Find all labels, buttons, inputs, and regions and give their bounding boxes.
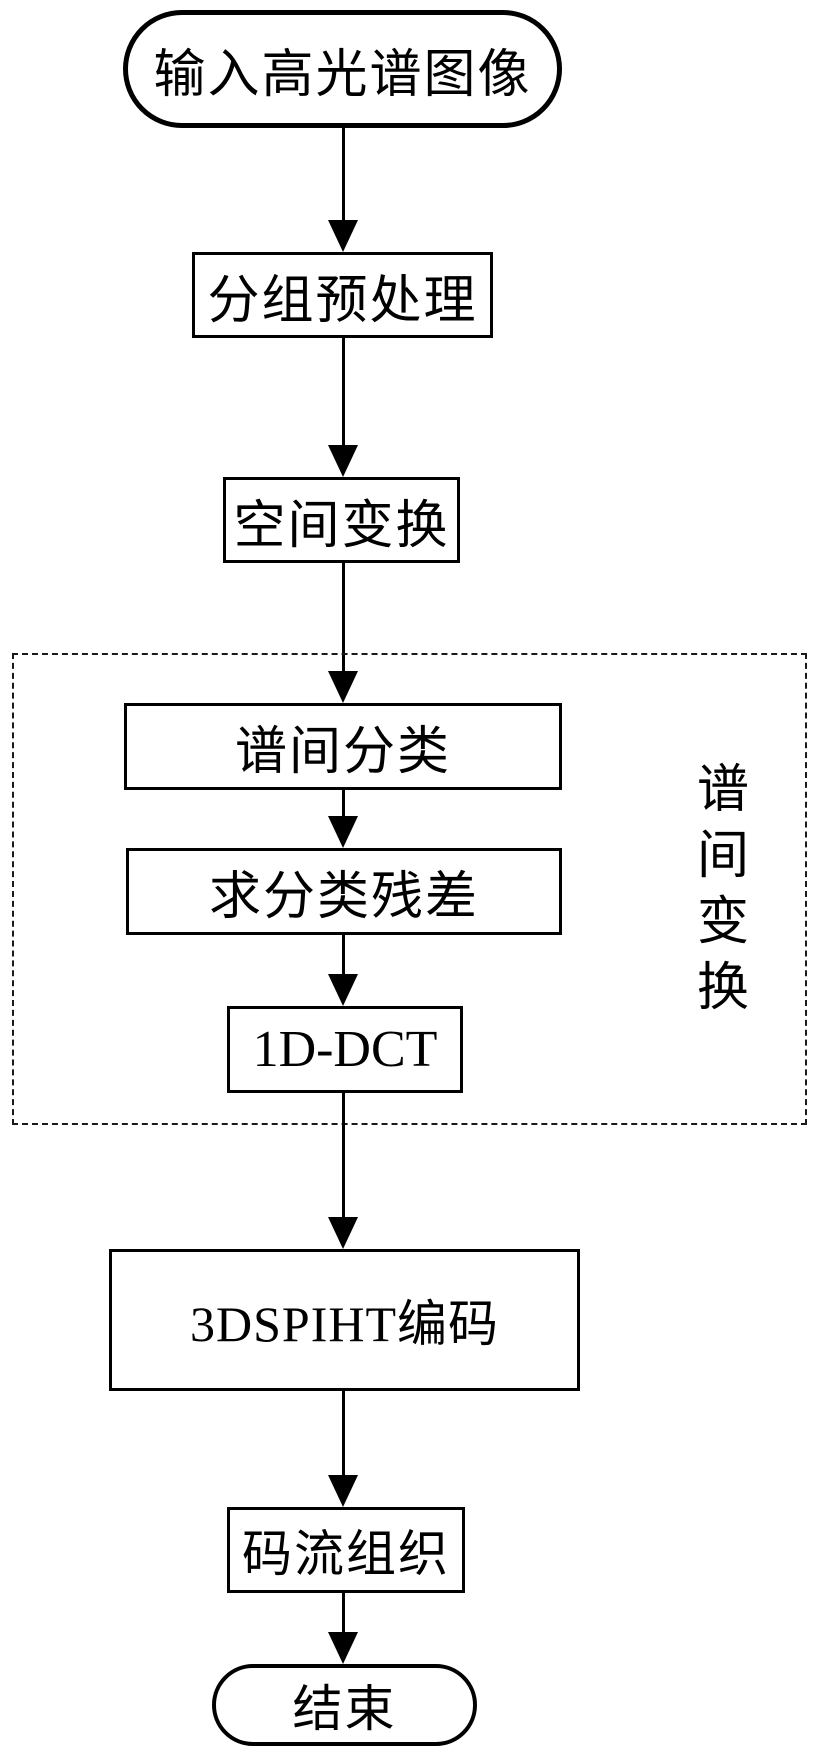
node-classification-residual: 求分类残差 <box>126 848 562 935</box>
node-label: 分组预处理 <box>207 272 478 330</box>
arrow-shaft <box>342 935 345 976</box>
arrowhead-down-icon <box>328 1632 358 1664</box>
arrow-preprocess-to-spatial <box>328 338 359 477</box>
node-spectral-classification: 谱间分类 <box>124 703 562 790</box>
node-input-hyperspectral-image: 输入高光谱图像 <box>123 10 562 128</box>
node-label: 求分类残差 <box>208 869 479 926</box>
node-label: 3DSPIHT编码 <box>189 1296 500 1352</box>
node-bitstream-organization: 码流组织 <box>227 1507 465 1593</box>
node-label: 结束 <box>292 1681 397 1737</box>
node-1d-dct: 1D-DCT <box>227 1006 463 1093</box>
arrow-shaft <box>342 1391 345 1477</box>
arrowhead-down-icon <box>328 1475 358 1507</box>
node-spatial-transform: 空间变换 <box>223 477 460 563</box>
arrow-shaft <box>342 338 345 447</box>
arrowhead-down-icon <box>328 220 358 252</box>
arrow-spatial-to-classify <box>328 563 359 703</box>
arrowhead-down-icon <box>328 1217 358 1249</box>
arrow-start-to-preprocess <box>328 128 359 252</box>
arrow-spiht-to-bitstream <box>328 1391 359 1507</box>
node-3dspiht-encoding: 3DSPIHT编码 <box>109 1249 580 1391</box>
arrow-shaft <box>342 128 345 222</box>
arrow-residual-to-dct <box>328 935 359 1006</box>
arrow-shaft <box>342 1093 345 1219</box>
spectral-transform-group-box <box>12 653 807 1125</box>
node-label: 1D-DCT <box>252 1021 438 1078</box>
arrow-shaft <box>342 1593 345 1634</box>
arrow-dct-to-spiht <box>328 1093 359 1249</box>
arrowhead-down-icon <box>328 445 358 477</box>
node-label: 谱间分类 <box>234 724 451 781</box>
spectral-transform-group-label: 谱间变换 <box>696 762 749 1017</box>
arrowhead-down-icon <box>328 671 358 703</box>
node-label: 输入高光谱图像 <box>153 46 532 104</box>
node-label: 空间变换 <box>233 497 450 555</box>
node-group-preprocessing: 分组预处理 <box>192 252 493 338</box>
arrow-shaft <box>342 563 345 673</box>
node-label: 码流组织 <box>242 1526 450 1582</box>
arrowhead-down-icon <box>328 974 358 1006</box>
arrowhead-down-icon <box>328 816 358 848</box>
node-end-terminator: 结束 <box>212 1664 477 1746</box>
arrow-classify-to-residual <box>328 790 359 848</box>
arrow-shaft <box>342 790 345 818</box>
arrow-bitstream-to-end <box>328 1593 359 1664</box>
